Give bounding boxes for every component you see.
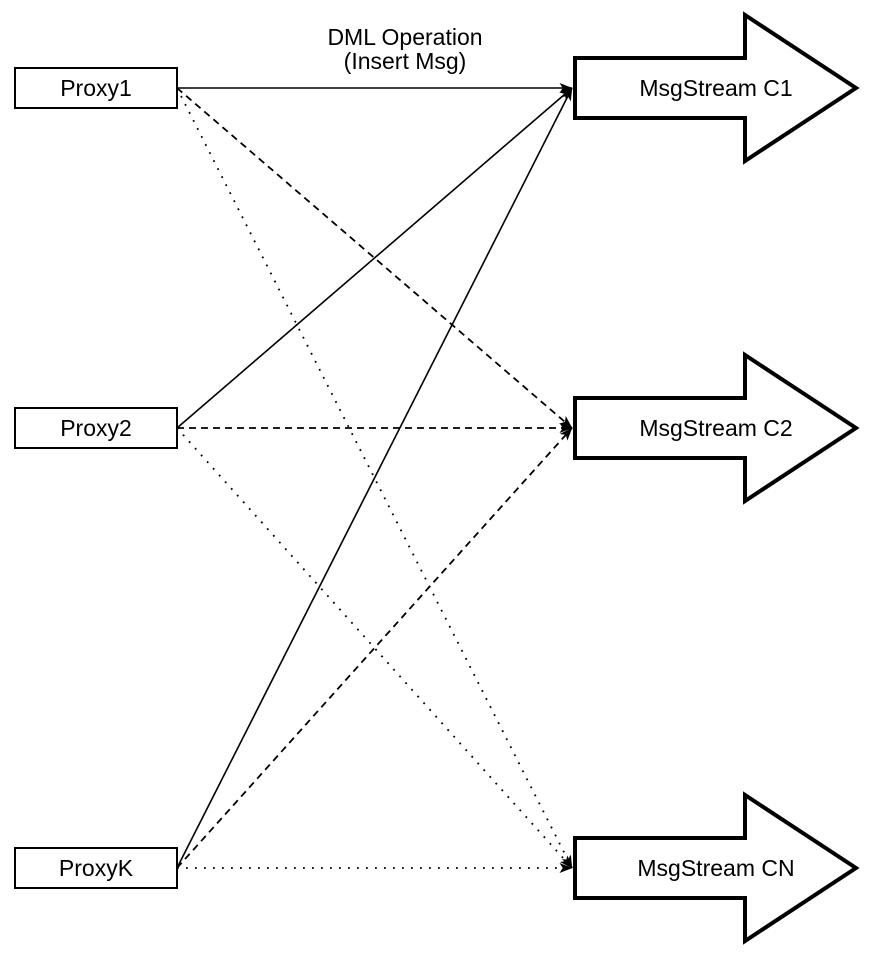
msgstream-c2-label: MsgStream C2 (639, 415, 792, 441)
proxy1-label: Proxy1 (60, 75, 132, 101)
edge-proxyK-c1-solid (176, 87, 573, 869)
msgstream-c1-label: MsgStream C1 (639, 75, 792, 101)
edge-proxyK-c2-dashed (176, 427, 573, 869)
node-proxyK: ProxyK (14, 847, 178, 889)
proxyK-box (14, 847, 178, 889)
node-proxy2: Proxy2 (14, 407, 178, 449)
proxy2-label: Proxy2 (60, 415, 132, 441)
node-msgstream-cn: MsgStream CN (573, 791, 860, 945)
node-msgstream-c1: MsgStream C1 (573, 11, 860, 165)
edges-layer (176, 83, 573, 873)
node-msgstream-c2: MsgStream C2 (573, 351, 860, 505)
msgstream-c2-arrow-shape (573, 351, 860, 505)
proxy1-box (14, 67, 178, 109)
proxyK-label: ProxyK (59, 855, 134, 881)
proxy2-box (14, 407, 178, 449)
node-proxy1: Proxy1 (14, 67, 178, 109)
edge-label-dml-operation: DML Operation (Insert Msg) (327, 24, 482, 74)
dml-operation-label-line1: DML Operation (327, 24, 482, 50)
edge-proxy1-c2-dashed (176, 87, 573, 429)
msgstream-c1-arrow-shape (573, 11, 860, 165)
dml-operation-label-line2: (Insert Msg) (344, 48, 467, 74)
edge-proxy2-c1-solid (176, 87, 573, 429)
edge-proxy1-cn-dotted (176, 87, 573, 869)
msgstream-cn-arrow-shape (573, 791, 860, 945)
msgstream-cn-label: MsgStream CN (637, 855, 794, 881)
